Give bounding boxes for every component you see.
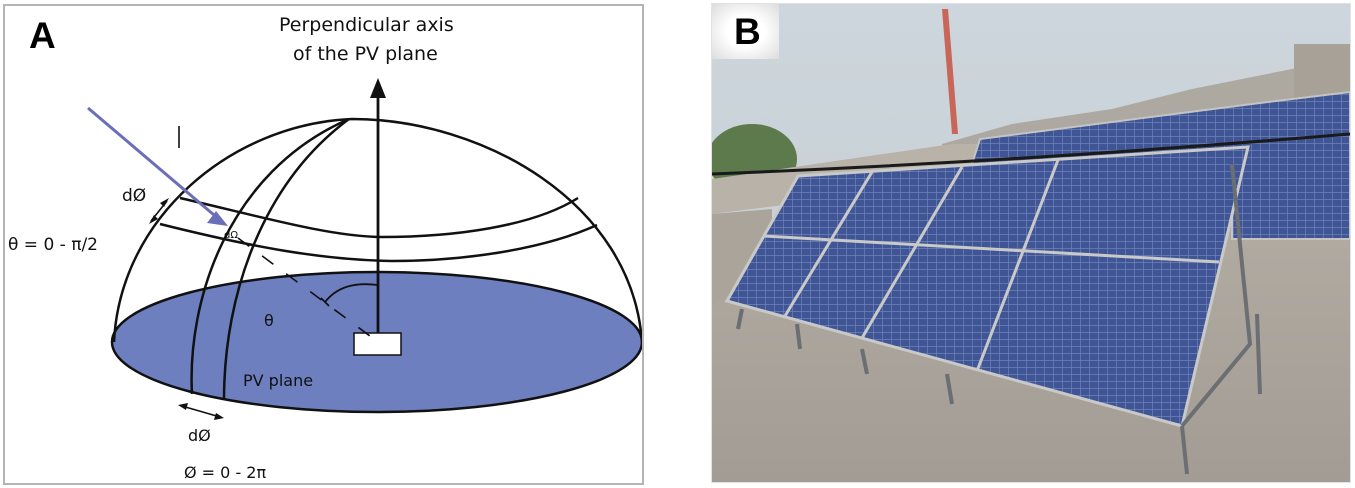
latitude-line-lower [159, 222, 598, 263]
solid-angle-label: dΩ [224, 230, 238, 241]
panel-a-diagram: A Perpendicular axis of the PV plane dØ … [3, 4, 644, 485]
meridian-line-1 [190, 117, 350, 395]
latitude-line-upper [179, 196, 579, 239]
dphi-bottom-label: dØ [188, 426, 211, 445]
panel-label-b: B [734, 11, 761, 52]
pv-plane-label: PV plane [243, 371, 314, 390]
panel-b-photo: B [711, 3, 1351, 483]
theta-angle-arc [324, 283, 379, 303]
theta-arc-tick [320, 297, 330, 307]
axis-title-line1: Perpendicular axis [279, 14, 454, 36]
axis-title-line2: of the PV plane [293, 43, 438, 65]
panel-label-a: A [29, 15, 56, 56]
dphi-top-label: dØ [122, 186, 147, 206]
dphi-top-arrowhead-icon [160, 198, 169, 207]
incident-ray-line [87, 106, 215, 217]
meridian-line-2 [222, 117, 350, 401]
theta-range-label: θ = 0 - π/2 [8, 235, 98, 255]
hemisphere-diagram [87, 78, 642, 420]
dphi-top-arrowhead-icon [149, 215, 158, 224]
hemisphere-outline [112, 117, 642, 343]
pv-cell-rect [353, 332, 402, 356]
dphi-bottom-arrowhead-icon [178, 403, 188, 410]
solar-array-photo [712, 4, 1350, 482]
phi-range-label: Ø = 0 - 2π [184, 463, 267, 482]
axis-arrowhead-icon [370, 78, 386, 98]
dphi-bottom-arrow [181, 405, 221, 418]
incident-ray-arrowhead-icon [207, 211, 228, 226]
dphi-bottom-arrowhead-icon [214, 413, 224, 420]
panel-label-b-box [712, 4, 779, 59]
theta-symbol: θ [264, 311, 274, 330]
